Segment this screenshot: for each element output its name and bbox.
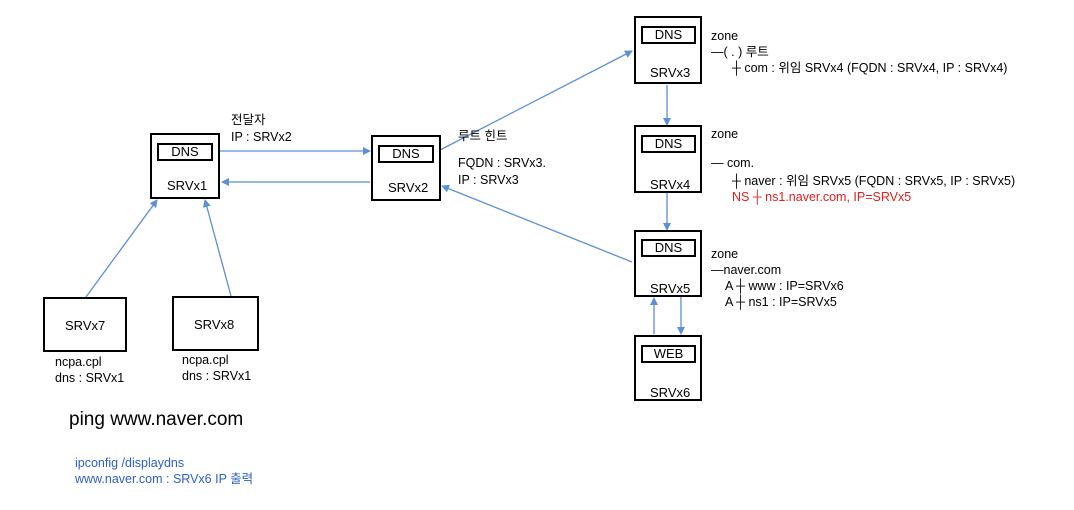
srvx8-dns: dns : SRVx1 <box>182 369 252 383</box>
srvx8-label: SRVx8 <box>194 317 235 332</box>
srvx2-node[interactable]: DNS SRVx2 <box>371 135 441 201</box>
ping-command: ping www.naver.com <box>69 409 244 430</box>
zone5-title: zone <box>711 247 739 261</box>
zone3-title: zone <box>711 29 739 43</box>
srvx2-label: SRVx2 <box>388 180 429 195</box>
srvx7-dns: dns : SRVx1 <box>55 371 125 385</box>
zone4-com: — com. <box>711 156 755 170</box>
zone3-root: —( . ) 루트 <box>711 45 769 59</box>
srvx5-node[interactable]: DNS SRVx5 <box>634 230 702 297</box>
zone4-naver-delegation: ┼ naver : 위임 SRVx5 (FQDN : SRVx5, IP : S… <box>732 174 1016 188</box>
srvx6-node[interactable]: WEB SRVx6 <box>634 335 702 401</box>
zone4-ns-record: NS ┼ ns1.naver.com, IP=SRVx5 <box>732 190 912 204</box>
srvx6-label: SRVx6 <box>650 385 691 400</box>
srvx8-ncpa: ncpa.cpl <box>182 353 229 367</box>
srvx8-node[interactable]: SRVx8 <box>172 296 259 351</box>
srvx6-web-box: WEB <box>641 345 696 363</box>
zone5-naver: —naver.com <box>711 263 782 277</box>
arrow-srvx8-to-srvx1 <box>202 199 232 297</box>
srvx2-dns-box: DNS <box>378 145 434 163</box>
srvx4-label: SRVx4 <box>650 177 691 192</box>
zone4-title: zone <box>711 127 739 141</box>
srvx5-label: SRVx5 <box>650 281 691 296</box>
arrow-srvx2-to-srvx3 <box>439 50 633 151</box>
srvx4-dns-box: DNS <box>641 135 696 153</box>
srvx7-label: SRVx7 <box>65 318 106 333</box>
ipconfig-command: ipconfig /displaydns <box>75 456 185 470</box>
root-hint-title: 루트 힌트 <box>458 129 508 143</box>
root-hint-fqdn: FQDN : SRVx3. <box>458 156 546 170</box>
root-hint-ip: IP : SRVx3 <box>458 173 519 187</box>
srvx1-label: SRVx1 <box>167 178 208 193</box>
srvx1-node[interactable]: DNS SRVx1 <box>150 133 220 199</box>
forwarder-title: 전달자 <box>231 113 266 127</box>
arrow-srvx5-to-srvx2 <box>441 184 633 263</box>
srvx3-node[interactable]: DNS SRVx3 <box>634 16 702 84</box>
ipconfig-result: www.naver.com : SRVx6 IP 출력 <box>75 472 254 486</box>
srvx3-label: SRVx3 <box>650 65 691 80</box>
srvx5-dns-box: DNS <box>641 239 696 257</box>
forwarder-ip: IP : SRVx2 <box>231 130 292 144</box>
zone5-ns1-record: A ┼ ns1 : IP=SRVx5 <box>725 295 837 309</box>
srvx4-node[interactable]: DNS SRVx4 <box>634 125 702 193</box>
srvx1-dns-box: DNS <box>157 143 213 161</box>
srvx7-ncpa: ncpa.cpl <box>55 355 102 369</box>
zone3-com-delegation: ┼ com : 위임 SRVx4 (FQDN : SRVx4, IP : SRV… <box>732 61 1008 75</box>
zone5-www-record: A ┼ www : IP=SRVx6 <box>725 279 844 293</box>
srvx3-dns-box: DNS <box>641 26 696 44</box>
arrow-srvx7-to-srvx1 <box>85 199 158 298</box>
srvx7-node[interactable]: SRVx7 <box>43 297 127 352</box>
